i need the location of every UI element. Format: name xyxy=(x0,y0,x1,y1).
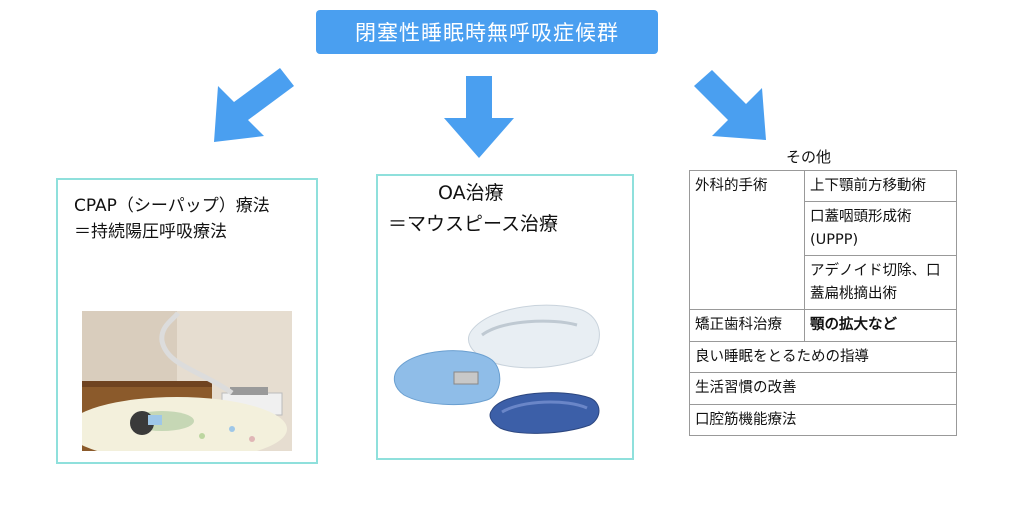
table-row: 口腔筋機能療法 xyxy=(689,403,957,437)
surgery-item-3: アデノイド切除、口蓋扁桃摘出術 xyxy=(804,255,957,311)
cpap-line-2: ＝持続陽圧呼吸療法 xyxy=(74,222,227,243)
table-row: 良い睡眠をとるための指導 xyxy=(689,340,957,374)
mouthpiece-photo xyxy=(392,300,612,445)
oral-muscle-therapy: 口腔筋機能療法 xyxy=(689,403,957,437)
arrow-down-icon xyxy=(444,76,514,158)
table-row: アデノイド切除、口蓋扁桃摘出術 xyxy=(690,255,957,311)
cpap-text: CPAP（シーパップ）療法 ＝持続陽圧呼吸療法 xyxy=(74,193,270,246)
cpap-line-1: CPAP（シーパップ）療法 xyxy=(74,196,270,216)
oa-text: OA治療 ＝マウスピース治療 xyxy=(388,178,558,241)
oa-line-1: OA治療 xyxy=(438,182,504,204)
arrow-left-icon xyxy=(214,68,294,142)
table-row: 口蓋咽頭形成術(UPPP) xyxy=(690,201,957,257)
ortho-value: 顎の拡大など xyxy=(804,309,957,342)
table-row: 矯正歯科治療 顎の拡大など xyxy=(689,309,957,342)
sleep-guidance: 良い睡眠をとるための指導 xyxy=(689,340,957,374)
arrow-right-icon xyxy=(694,70,766,140)
cpap-photo xyxy=(82,311,292,451)
surgery-label: 外科的手術 xyxy=(689,169,805,311)
table-row: 外科的手術 上下顎前方移動術 xyxy=(689,169,957,311)
page-title: 閉塞性睡眠時無呼吸症候群 xyxy=(316,10,658,54)
table-row: 生活習慣の改善 xyxy=(689,372,957,405)
ortho-label: 矯正歯科治療 xyxy=(689,309,805,342)
oa-line-2: ＝マウスピース治療 xyxy=(388,213,559,236)
other-title: その他 xyxy=(786,148,832,166)
surgery-item-2: 口蓋咽頭形成術(UPPP) xyxy=(804,201,957,257)
surgery-item-1: 上下顎前方移動術 xyxy=(804,169,957,203)
lifestyle: 生活習慣の改善 xyxy=(689,372,957,405)
other-treatments-table: 外科的手術 上下顎前方移動術 口蓋咽頭形成術(UPPP) アデノイド切除、口蓋扁… xyxy=(689,169,957,437)
